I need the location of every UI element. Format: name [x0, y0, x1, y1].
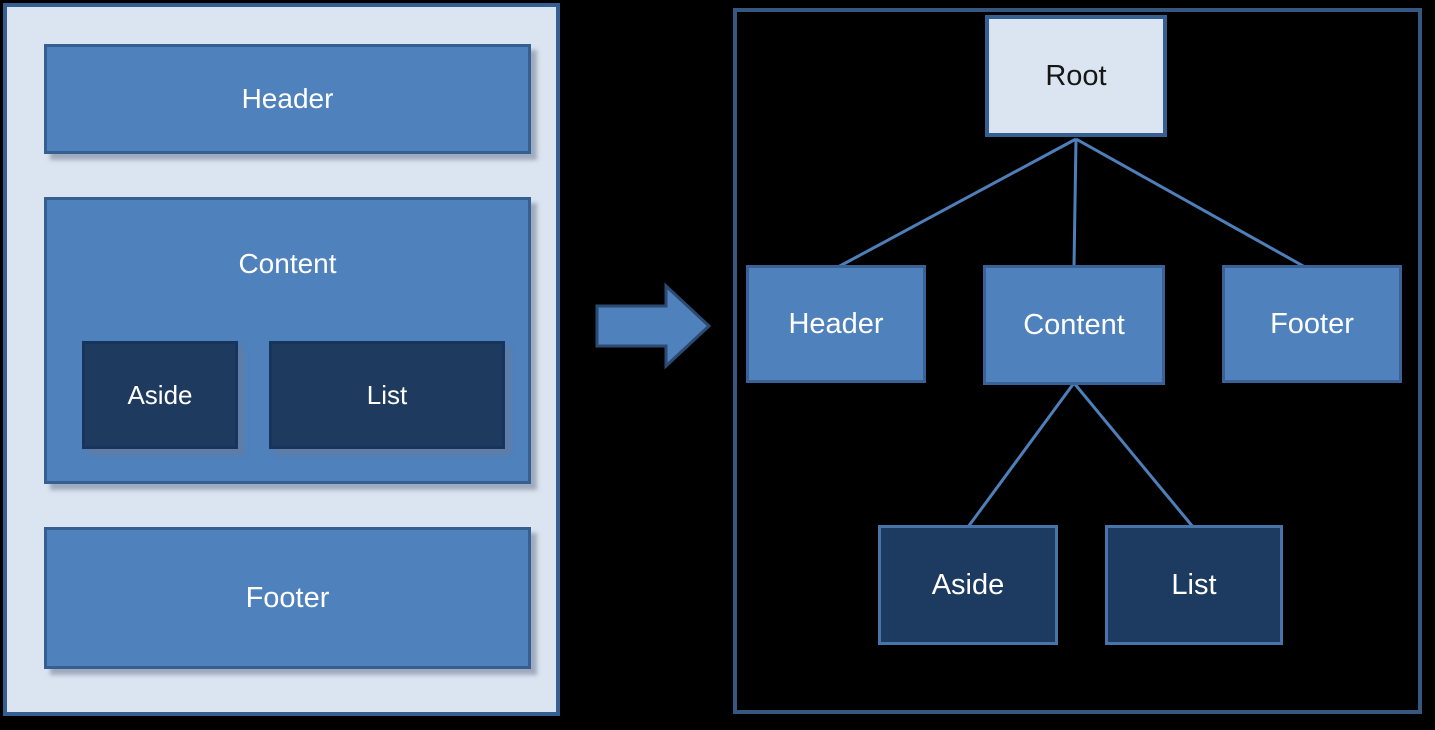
mockup-aside-box: Aside — [82, 341, 238, 449]
tree-node-aside-label: Aside — [931, 568, 1005, 601]
mockup-header-box: Header — [44, 44, 531, 154]
mockup-footer-box: Footer — [44, 527, 531, 669]
tree-node-root: Root — [985, 15, 1167, 137]
mockup-content-label: Content — [238, 248, 337, 279]
tree-node-aside: Aside — [878, 525, 1058, 645]
layout-mockup-panel: Header Content Aside List Footer — [3, 3, 560, 716]
tree-node-list-label: List — [1171, 568, 1217, 601]
tree-node-header-label: Header — [788, 307, 884, 340]
right-arrow-icon — [595, 282, 712, 370]
tree-node-content: Content — [983, 265, 1165, 385]
mockup-header-label: Header — [241, 83, 334, 114]
dom-tree-panel — [733, 8, 1422, 714]
tree-node-footer-label: Footer — [1270, 307, 1354, 340]
tree-node-footer: Footer — [1222, 265, 1402, 383]
mockup-aside-label: Aside — [127, 379, 193, 410]
mockup-footer-label: Footer — [245, 581, 330, 614]
mockup-list-label: List — [366, 379, 408, 410]
tree-node-content-label: Content — [1023, 308, 1125, 341]
tree-node-list: List — [1105, 525, 1283, 645]
mockup-list-box: List — [269, 341, 505, 449]
tree-node-root-label: Root — [1045, 59, 1107, 92]
tree-node-header: Header — [746, 265, 926, 383]
